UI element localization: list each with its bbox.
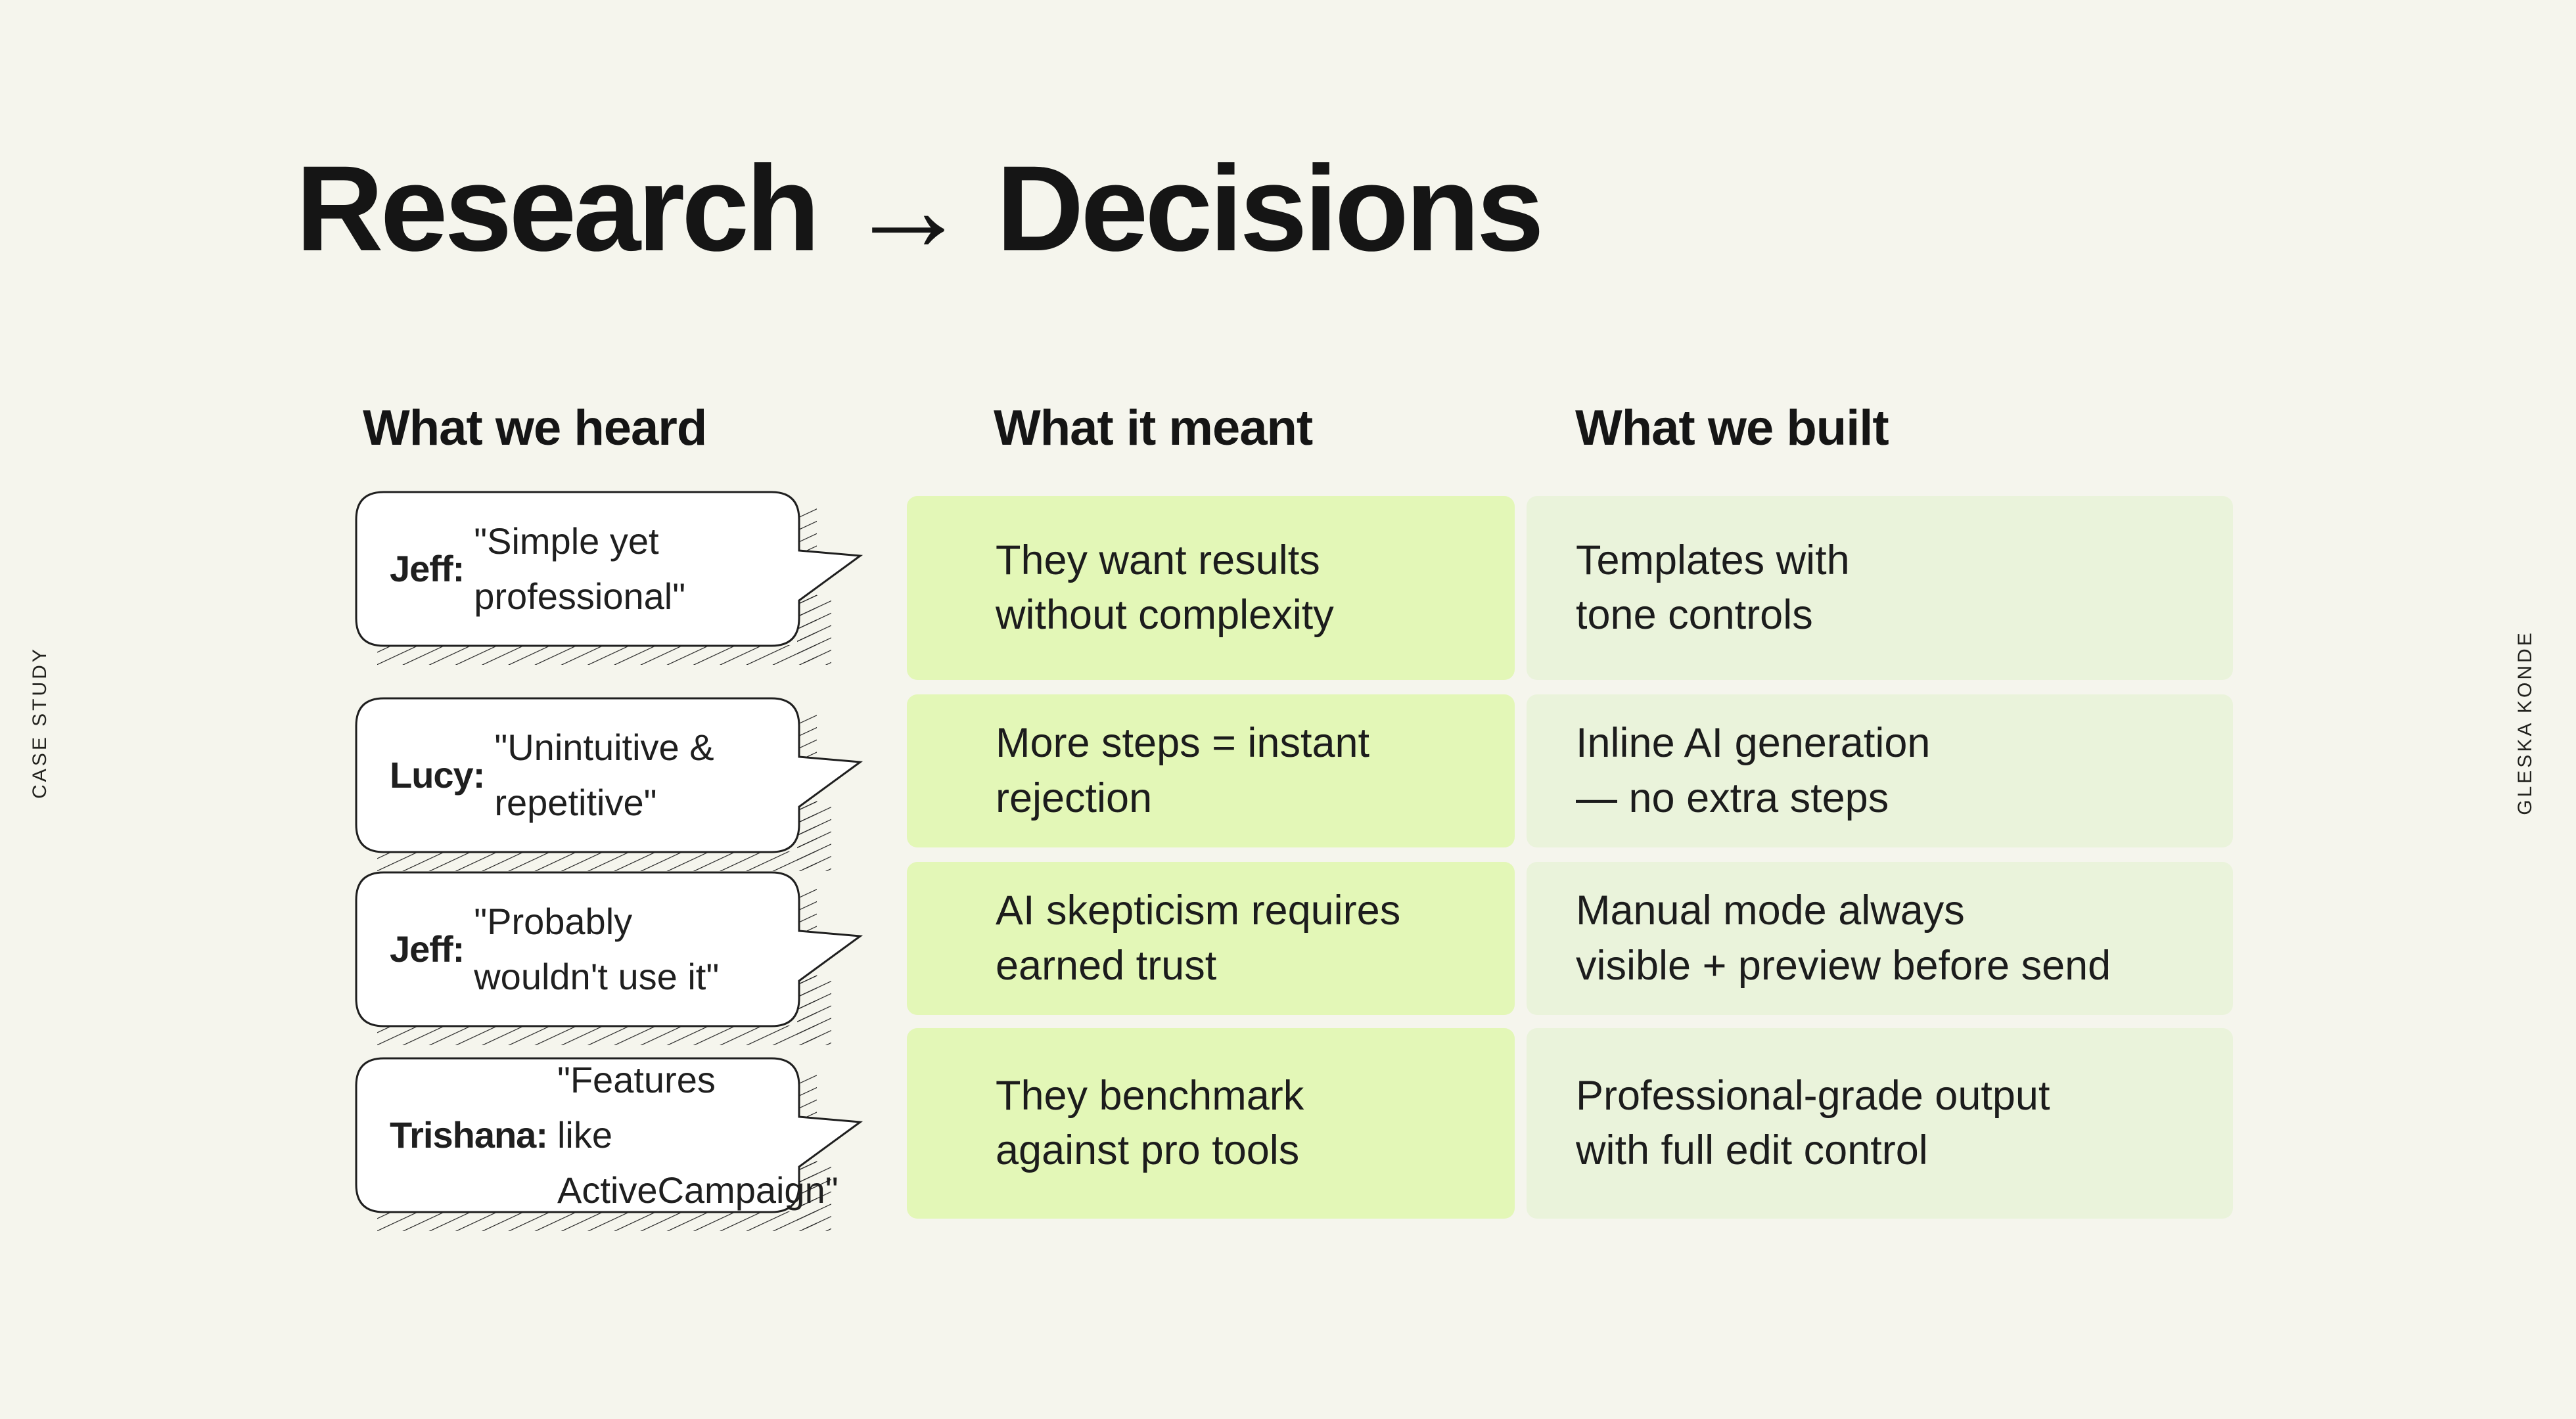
meant-text: More steps = instant rejection	[996, 720, 1370, 821]
speaker-quote: "Simple yet professional"	[474, 520, 686, 617]
speech-bubble-jeff-1: Jeff: "Simple yet professional"	[354, 490, 863, 667]
built-text: Templates with tone controls	[1576, 537, 1850, 638]
speaker-name: Lucy:	[390, 754, 485, 796]
built-cell-2: Inline AI generation — no extra steps	[1527, 694, 2233, 847]
column-header-meant: What it meant	[994, 400, 1313, 456]
page-title: Research → Decisions	[296, 141, 1544, 277]
speech-bubble-jeff-2: Jeff: "Probably wouldn't use it"	[354, 870, 863, 1048]
speaker-quote: "Unintuitive & repetitive"	[494, 727, 714, 823]
meant-cell-1: They want results without complexity	[907, 496, 1515, 680]
built-cell-1: Templates with tone controls	[1527, 496, 2233, 680]
column-header-heard: What we heard	[363, 400, 707, 456]
bubble-text: Jeff: "Simple yet professional"	[354, 490, 801, 648]
speech-bubble-shape	[355, 1057, 863, 1231]
built-cell-4: Professional-grade output with full edit…	[1527, 1028, 2233, 1219]
speaker-quote: "Probably wouldn't use it"	[474, 901, 720, 997]
speech-bubble-lucy: Lucy: "Unintuitive & repetitive"	[354, 696, 863, 874]
speaker-name: Trishana:	[390, 1114, 548, 1156]
built-cell-3: Manual mode always visible + preview bef…	[1527, 862, 2233, 1015]
speech-bubble-shape	[355, 491, 863, 665]
bubble-text: Jeff: "Probably wouldn't use it"	[354, 870, 801, 1028]
meant-text: They benchmark against pro tools	[996, 1072, 1304, 1173]
meant-cell-3: AI skepticism requires earned trust	[907, 862, 1515, 1015]
speech-bubble-trishana: Trishana: "Features like ActiveCampaign"	[354, 1056, 863, 1234]
bubble-text: Trishana: "Features like ActiveCampaign"	[354, 1056, 839, 1214]
side-label-author: GLESKA KONDE	[2514, 630, 2536, 815]
speaker-name: Jeff:	[390, 548, 465, 589]
speech-bubble-shape	[355, 871, 863, 1045]
meant-text: AI skepticism requires earned trust	[996, 888, 1401, 989]
speaker-name: Jeff:	[390, 928, 465, 970]
meant-text: They want results without complexity	[996, 537, 1334, 638]
column-header-built: What we built	[1575, 400, 1889, 456]
meant-cell-2: More steps = instant rejection	[907, 694, 1515, 847]
built-text: Manual mode always visible + preview bef…	[1576, 888, 2111, 989]
speech-bubble-shape	[355, 697, 863, 871]
meant-cell-4: They benchmark against pro tools	[907, 1028, 1515, 1219]
built-text: Professional-grade output with full edit…	[1576, 1072, 2050, 1173]
bubble-text: Lucy: "Unintuitive & repetitive"	[354, 696, 801, 854]
speaker-quote: "Features like ActiveCampaign"	[557, 1059, 839, 1211]
built-text: Inline AI generation — no extra steps	[1576, 720, 1931, 821]
side-label-case-study: CASE STUDY	[29, 646, 51, 799]
